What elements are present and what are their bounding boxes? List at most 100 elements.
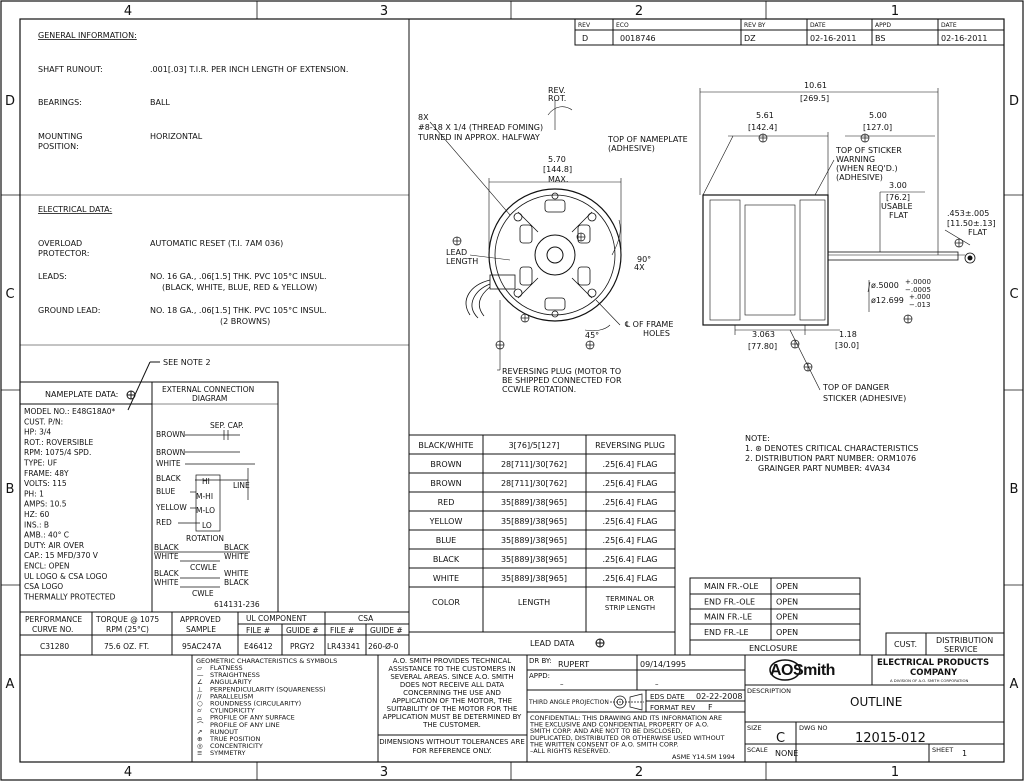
ul-file-value: E46412 [244,642,273,651]
rot-black-4: BLACK [224,578,250,587]
shaft-dia-mm-tol: +.000 [909,293,930,301]
lead-table-footer-length: LENGTH [518,598,550,607]
lead-table-cell: 28[711]/30[762] [501,460,567,469]
danger-sticker-label: TOP OF DANGER [822,383,890,392]
shaft-value: .001[.03] T.I.R. PER INCH LENGTH OF EXTE… [150,65,348,74]
logo-text: AOSmith [770,662,835,679]
zone-row-b: B [6,482,15,497]
rev-header-eco: ECO [616,22,629,29]
nameplate-line: THERMALLY PROTECTED [23,592,116,601]
nameplate-line: CSA LOGO [24,582,63,591]
nameplate-line: TYPE: UF [23,459,57,468]
confidential-line: SMITH CORP. AND ARE NOT TO BE DISCLOSED, [530,727,683,735]
geo-title: GEOMETRIC CHARACTERISTICS & SYMBOLS [196,657,337,665]
lead-table-cell: BLACK [433,555,460,564]
nameplate-line: CUST. P/N: [24,417,63,426]
frame-holes-label-2: HOLES [643,329,670,338]
size-value: C [776,731,785,746]
dim-570-max: MAX. [548,175,568,184]
nameplate-line: AMPS: 10.5 [24,500,67,509]
geo-item: PERPENDICULARITY (SQUARENESS) [210,685,326,693]
curve-value: C31280 [40,642,69,651]
rev-header-date: DATE [810,22,826,29]
dim-561: 5.61 [756,111,774,120]
enclosure-type: OPEN [776,613,798,622]
eds-date-label: EDS DATE [650,693,685,701]
zone-col-2: 2 [635,4,643,19]
rev-rot-label: REV. [548,86,566,95]
disclaimer-line: SUITABILITY OF THE MOTOR FOR THE [387,705,518,713]
curve-header-csa: CSA [358,614,374,623]
curve-header-torque-2: RPM (25°C) [106,625,149,634]
geo-symbol-icon: ≡ [197,749,202,757]
lead-table-header: 3[76]/5[127] [509,441,560,450]
appd-label: APPD: [529,672,550,680]
geo-item: FLATNESS [210,664,243,672]
speed-lo: LO [202,521,212,530]
nameplate-line: ENCL: OPEN [24,562,69,571]
lead-length-label-2: LENGTH [446,257,478,266]
geo-symbol-icon: ⊕ [197,735,202,743]
dim-453-mm: [11.50±.13] [947,219,996,228]
general-heading: GENERAL INFORMATION: [38,31,137,40]
lead-table-footer-terminal: TERMINAL OR [605,595,654,603]
dim-3063: 3.063 [752,330,775,339]
nameplate-line: HP: 3/4 [24,428,51,437]
size-label: SIZE [747,724,762,732]
geo-symbol-icon: ⌓ [197,714,202,722]
curve-header-perf-2: CURVE NO. [32,625,73,634]
sticker-label-4: (ADHESIVE) [836,173,883,182]
general-info: GENERAL INFORMATION: SHAFT RUNOUT: .001[… [38,31,348,326]
nameplate-line: FRAME: 48Y [24,469,69,478]
shaft-dia-tol-2: −.0005 [905,286,931,294]
description-value: OUTLINE [850,695,902,709]
notes-title: NOTE: [745,434,770,443]
geo-item: CYLINDRICITY [210,707,255,715]
nameplate-line: HZ: 60 [24,510,49,519]
lead-table-cell: .25[6.4] FLAG [602,479,657,488]
note-1: 1. ⊛ DENOTES CRITICAL CHARACTERISTICS [745,444,918,453]
dim-118: 1.18 [839,330,857,339]
shaft-dia: ø.5000 [871,281,899,290]
ul-guide-header: GUIDE # [286,626,319,635]
shaft-dia-mm: ø12.699 [871,296,904,305]
angle-45: 45° [585,331,599,340]
leads-value: NO. 16 GA., .06[1.5] THK. PVC 105°C INSU… [150,272,327,281]
overload-value: AUTOMATIC RESET (T.I. 7AM 036) [150,239,283,248]
company-division: A DIVISION OF A.O. SMITH CORPORATION [890,678,968,683]
dim-453: .453±.005 [947,209,989,218]
dist-label: DISTRIBUTION [936,636,993,645]
zone-row-a: A [6,677,15,692]
enclosure-type: OPEN [776,582,798,591]
rot-black-1: BLACK [154,543,180,552]
dr-date: 09/14/1995 [640,660,686,669]
disclaimer-line: SEVERAL AREAS. SINCE A.O. SMITH [390,673,513,681]
mounting-label: MOUNTING [38,132,82,141]
nameplate-line: UL LOGO & CSA LOGO [24,572,107,581]
note-3: GRAINGER PART NUMBER: 4VA34 [758,464,890,473]
third-angle-projection-icon [610,693,644,711]
appd-date: – [655,680,659,688]
lead-length-label: LEAD [446,248,467,257]
scale-value: NONE [775,749,798,758]
curve-header-ul: UL COMPONENT [246,614,307,623]
motor-front-view: REV. ROT. 8X #8-18 X 1/4 (THREAD FOMING)… [417,86,673,394]
zone-row-a-right: A [1010,677,1019,692]
ground-value: NO. 18 GA., .06[1.5] THK. PVC 105°C INSU… [150,306,327,315]
rot-white-1: WHITE [154,552,179,561]
torque-value: 75.6 OZ. FT. [104,642,149,651]
wire-black: BLACK [156,474,182,483]
lead-table-cell: 28[711]/30[762] [501,479,567,488]
reversing-plug-note: REVERSING PLUG (MOTOR TO [502,367,621,376]
geometric-symbols: GEOMETRIC CHARACTERISTICS & SYMBOLS⏥FLAT… [196,657,337,757]
leads-label: LEADS: [38,272,67,281]
description-label: DESCRIPTION [747,687,791,695]
dim-3063-mm: [77.80] [748,342,777,351]
geo-symbol-icon: ⊥ [197,685,203,693]
speed-hi: HI [202,477,210,486]
lead-table-cell: BROWN [430,479,461,488]
enclosure-type: OPEN [776,628,798,637]
dwg-no-value: 12015-012 [855,731,926,746]
